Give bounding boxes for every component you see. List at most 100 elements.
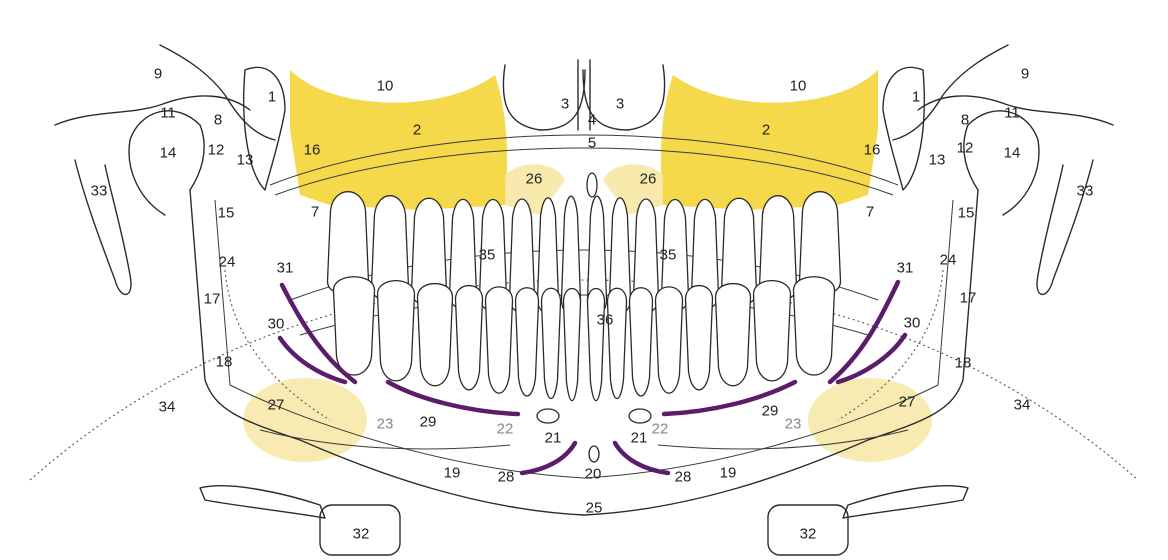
label-9-right: 9: [1021, 66, 1029, 83]
lower-tooth-left-3: [516, 288, 539, 396]
label-29-right: 29: [762, 403, 779, 420]
label-28-left: 28: [498, 469, 515, 486]
nerve-30-right: [838, 335, 905, 382]
nerve-28-left: [522, 443, 575, 473]
label-17-right: 17: [960, 290, 977, 307]
lower-tooth-left-2: [542, 288, 561, 398]
lower-tooth-right-5: [686, 286, 713, 390]
label-17-left: 17: [204, 291, 221, 308]
lower-tooth-left-1: [564, 288, 581, 400]
label-15-right: 15: [958, 205, 975, 222]
label-30-right: 30: [904, 315, 921, 332]
label-32-right: 32: [800, 526, 817, 543]
label-36: 36: [597, 312, 614, 329]
label-7-right: 7: [866, 204, 874, 221]
lower-tooth-right-7: [754, 281, 791, 381]
label-33-left: 33: [91, 183, 108, 200]
hyoid-shadow-arc: [30, 280, 1138, 480]
label-19-right: 19: [720, 465, 737, 482]
lower-tooth-right-3: [630, 288, 653, 396]
label-32-left: 32: [353, 526, 370, 543]
label-1-left: 1: [268, 89, 276, 106]
label-24-left: 24: [219, 254, 236, 271]
label-16-left: 16: [304, 142, 321, 159]
label-11-left: 11: [160, 105, 176, 122]
label-21-right: 21: [631, 430, 648, 447]
coronoid-right: [883, 67, 924, 190]
label-1-right: 1: [912, 89, 920, 106]
label-19-left: 19: [444, 465, 461, 482]
label-22-right: 22: [652, 421, 669, 438]
label-21-left: 21: [545, 430, 562, 447]
label-27-left: 27: [268, 397, 285, 414]
label-3-right: 3: [616, 96, 624, 113]
label-24-right: 24: [940, 252, 957, 269]
label-18-right: 18: [955, 355, 972, 372]
label-10-left: 10: [377, 78, 394, 95]
nasal-cavity-left: [503, 65, 585, 130]
nerve-31-right: [830, 282, 898, 382]
label-8-right: 8: [961, 112, 969, 129]
label-4: 4: [588, 112, 596, 129]
hyoid-right: [843, 486, 968, 518]
soft-tissue-shadow-right: [808, 378, 932, 462]
label-34-left: 34: [159, 399, 176, 416]
hyoid-left: [200, 486, 325, 518]
label-9-left: 9: [154, 66, 162, 83]
lower-tooth-left-7: [378, 281, 415, 381]
label-35-right: 35: [660, 247, 677, 264]
incisive-canal: [587, 173, 597, 197]
label-5: 5: [588, 135, 596, 152]
zygomatic-right: [893, 45, 1008, 140]
condyle-right: [964, 111, 1039, 215]
label-8-left: 8: [214, 112, 222, 129]
label-18-left: 18: [216, 354, 233, 371]
label-23-left: 23: [377, 416, 394, 433]
label-31-right: 31: [897, 260, 914, 277]
label-26-right: 26: [640, 171, 657, 188]
lingual-foramen: [589, 446, 599, 462]
label-35-left: 35: [479, 247, 496, 264]
mental-foramen-right: [629, 409, 651, 423]
coronoid-left: [244, 67, 285, 190]
mental-foramen-left: [537, 409, 559, 423]
nerve-30-left: [280, 338, 345, 382]
label-29-left: 29: [420, 414, 437, 431]
label-20: 20: [585, 466, 602, 483]
label-15-left: 15: [218, 205, 235, 222]
label-27-right: 27: [899, 394, 916, 411]
label-30-left: 30: [268, 316, 285, 333]
label-7-left: 7: [311, 204, 319, 221]
label-23-right: 23: [785, 416, 802, 433]
label-33-right: 33: [1077, 183, 1094, 200]
label-13-right: 13: [929, 152, 946, 169]
lower-tooth-left-4: [486, 287, 513, 393]
label-10-right: 10: [790, 78, 807, 95]
mastoid-left: [75, 160, 131, 294]
label-3-left: 3: [561, 96, 569, 113]
lower-tooth-right-4: [656, 287, 683, 393]
label-14-right: 14: [1004, 145, 1021, 162]
label-2-right: 2: [762, 122, 770, 139]
label-11-right: 11: [1004, 105, 1020, 122]
label-2-left: 2: [413, 122, 421, 139]
label-12-right: 12: [957, 140, 974, 157]
label-14-left: 14: [160, 145, 177, 162]
lower-tooth-right-1: [588, 288, 605, 400]
label-28-right: 28: [675, 469, 692, 486]
label-34-right: 34: [1014, 397, 1031, 414]
condyle-left: [129, 111, 204, 215]
lower-tooth-right-2: [608, 288, 627, 398]
label-12-left: 12: [208, 142, 225, 159]
lower-tooth-right-8: [794, 277, 835, 375]
mastoid-right: [1037, 160, 1093, 294]
lower-tooth-left-8: [334, 277, 375, 375]
label-16-right: 16: [864, 142, 881, 159]
lower-tooth-left-5: [456, 286, 483, 390]
lower-tooth-right-6: [716, 284, 751, 386]
label-26-left: 26: [526, 171, 543, 188]
label-25: 25: [586, 500, 603, 517]
label-22-left: 22: [497, 421, 514, 438]
soft-tissue-shadow-left: [243, 378, 367, 462]
